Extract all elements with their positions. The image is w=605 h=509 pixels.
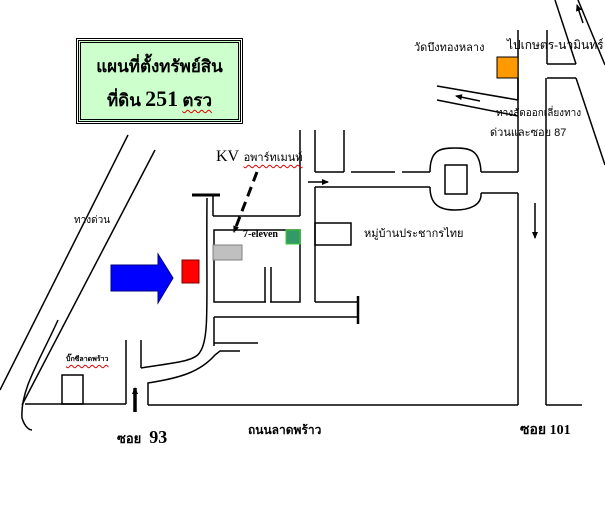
- label-to-kaset: ไปเกษตร-นวมินทร์: [507, 38, 604, 52]
- diagonal-kaset-left: [554, 0, 577, 65]
- blue-pointer-arrow: [110, 252, 174, 305]
- label-soi93-number: 93: [149, 427, 168, 447]
- label-expressway: ทางด่วน: [74, 215, 111, 226]
- block-seven-eleven: [213, 229, 301, 303]
- label-main-road: ถนนลาดพร้าว: [248, 423, 322, 437]
- label-seven-eleven: 7-eleven: [243, 229, 278, 240]
- shortcut-road-top: [436, 85, 519, 101]
- label-kv-name: อพาร์ทเมนท์: [243, 152, 303, 164]
- diagonal-kaset-right: [577, 0, 605, 66]
- title-land-unit: ตรว: [182, 91, 213, 110]
- shortcut-road-bottom: [436, 99, 519, 117]
- label-village: หมู่บ้านประชากรไทย: [364, 228, 464, 240]
- expressway-line-right: [21, 149, 156, 406]
- title-land-label: ที่ดิน: [106, 91, 141, 110]
- title-land-number: 251: [145, 86, 179, 111]
- soi93-curve-inner: [140, 197, 208, 369]
- title-box: แผนที่ตั้งทรัพย์สิน ที่ดิน 251 ตรว: [76, 38, 243, 124]
- soi93-curve-outer: [147, 350, 240, 405]
- property-marker: [181, 259, 200, 284]
- expressway-curve: [21, 319, 59, 431]
- expressway-line-left: [0, 134, 129, 391]
- village-building: [314, 222, 352, 246]
- title-line2: ที่ดิน 251 ตรว: [81, 86, 238, 114]
- block-mask: [266, 266, 270, 304]
- roundabout: [429, 147, 482, 211]
- label-temple: วัดบึงทองหลาง: [414, 42, 485, 54]
- label-soi93: ซอย 93: [117, 427, 167, 449]
- label-bigc: บิ๊กซีลาดพร้าว: [66, 356, 109, 363]
- arrow-shortcut-west: [455, 94, 481, 102]
- temple-marker: [496, 56, 519, 79]
- label-soi101: ซอย 101: [520, 423, 571, 438]
- seven-eleven-marker: [285, 229, 301, 245]
- title-line1: แผนที่ตั้งทรัพย์สิน: [96, 57, 223, 76]
- arrow-kv-dashed: [232, 171, 259, 233]
- kv-apartment-marker: [212, 244, 243, 261]
- label-shortcut-2: ด่วนและซอย 87: [490, 127, 567, 139]
- label-soi93-prefix: ซอย: [117, 431, 142, 446]
- diagonal-lower: [575, 77, 605, 166]
- label-kv: KV อพาร์ทเมนท์: [216, 148, 303, 166]
- roundabout-island: [444, 164, 468, 195]
- label-shortcut-1: ทางลัดออกเลี่ยงทาง: [496, 108, 582, 119]
- arrow-kaset-north: [576, 4, 584, 24]
- bigc-building: [61, 374, 84, 405]
- label-kv-prefix: KV: [216, 148, 240, 165]
